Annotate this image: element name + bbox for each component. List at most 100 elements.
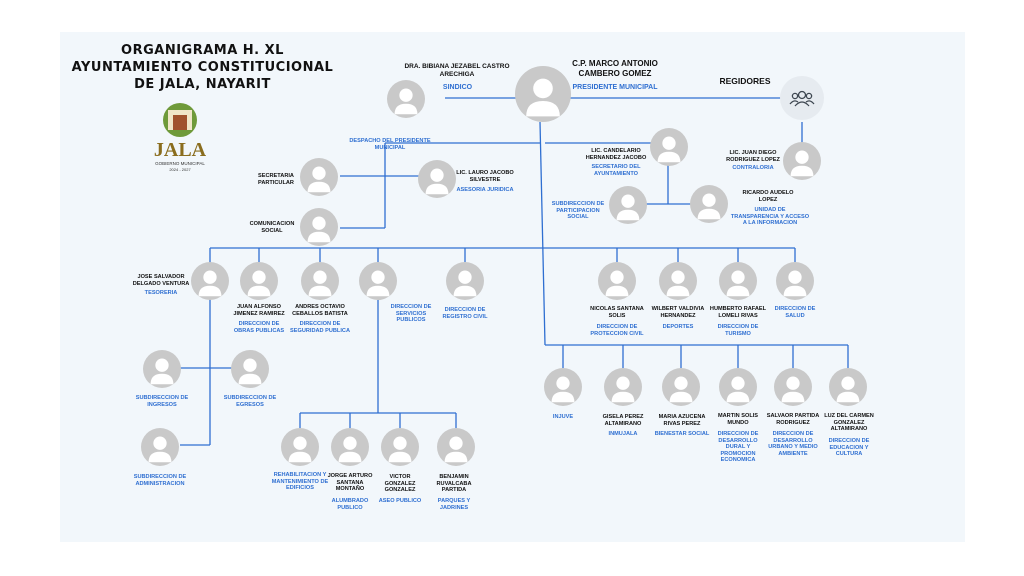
contraloria-role: CONTRALORIA — [732, 165, 774, 171]
regidores-label: REGIDORES — [719, 76, 771, 86]
person-icon — [388, 436, 412, 463]
person-icon — [444, 436, 468, 463]
person-icon — [307, 166, 331, 193]
person-icon — [198, 270, 222, 297]
group-icon — [780, 76, 824, 120]
egresos-role: SUBDIRECCION DE EGRESOS — [223, 395, 277, 408]
person-icon — [453, 270, 477, 297]
person-icon — [726, 270, 750, 297]
obras-name: JUAN ALFONSO JIMENEZ RAMIREZ — [233, 304, 285, 317]
logo-name: JALA — [154, 139, 207, 161]
ingresos-role: SUBDIRECCION DE INGRESOS — [135, 395, 189, 408]
secretario-role: SECRETARIO DEL AYUNTAMIENTO — [591, 164, 641, 177]
person-icon — [148, 436, 172, 463]
avatar-alumbrado — [331, 428, 369, 466]
aseo-role: ASEO PUBLICO — [378, 498, 422, 504]
avatar-administracion — [141, 428, 179, 466]
person-icon — [605, 270, 629, 297]
person-icon — [783, 270, 807, 297]
parques-role: PARQUES Y JADRINES — [437, 498, 471, 511]
person-icon — [247, 270, 271, 297]
person-icon — [307, 216, 331, 243]
avatar-secretario — [650, 128, 688, 166]
person-icon — [366, 270, 390, 297]
person-icon — [308, 270, 332, 297]
logo-subtitle: GOBIERNO MUNICIPAL — [155, 161, 205, 166]
proteccion-name: NICOLAS SANTANA SOLIS — [590, 306, 644, 319]
obras-role: DIRECCION DE OBRAS PUBLICAS — [233, 321, 285, 334]
avatar-part-social — [609, 186, 647, 224]
avatar-presidente — [515, 66, 571, 122]
sindico-name: DRA. BIBIANA JEZABEL CASTRO ARECHIGA — [404, 63, 510, 78]
person-icon — [669, 376, 693, 403]
avatar-seguridad — [301, 262, 339, 300]
person-icon — [526, 78, 560, 117]
person-icon — [338, 436, 362, 463]
avatar-aseo — [381, 428, 419, 466]
person-icon — [697, 193, 721, 220]
avatar-comunicacion — [300, 208, 338, 246]
inmujala-role: INMUJALA — [608, 431, 638, 437]
person-icon — [666, 270, 690, 297]
person-icon — [394, 88, 418, 115]
secretario-name: LIC. CANDELARIO HERNANDEZ JACOBO — [585, 148, 647, 161]
part-social-role: SUBDIRECCION DE PARTICIPACION SOCIAL — [551, 201, 605, 221]
avatar-secretaria — [300, 158, 338, 196]
avatar-bienestar — [662, 368, 700, 406]
person-icon — [657, 136, 681, 163]
rehabilitacion-role: REHABILITACION Y MANTENIMIENTO DE EDIFIC… — [271, 472, 329, 492]
comunicacion-name: COMUNICACION SOCIAL — [249, 221, 295, 234]
logo-period: 2024 - 2027 — [169, 167, 191, 172]
avatar-sindico — [387, 80, 425, 118]
deportes-name: WILBERT VALDIVIA HERNANDEZ — [651, 306, 705, 319]
tesoreria-role: TESORERIA — [144, 290, 178, 296]
salud-role: DIRECCION DE SALUD — [774, 306, 816, 319]
turismo-name: HUMBERTO RAFAEL LOMELI RIVAS — [709, 306, 767, 319]
alumbrado-role: ALUMBRADO PUBLICO — [331, 498, 369, 511]
presidente-role: PRESIDENTE MUNICIPAL — [572, 84, 658, 91]
coat-of-arms-icon: JALA GOBIERNO MUNICIPAL 2024 - 2027 — [154, 103, 207, 172]
avatar-contraloria — [783, 142, 821, 180]
person-icon — [288, 436, 312, 463]
avatar-ingresos — [143, 350, 181, 388]
avatar-asesoria — [418, 160, 456, 198]
jala-logo: JALA GOBIERNO MUNICIPAL 2024 - 2027 — [140, 98, 220, 180]
transparencia-name: RICARDO AUDELO LOPEZ — [742, 190, 794, 203]
educacion-name: LUZ DEL CARMEN GONZALEZ ALTAMIRANO — [824, 413, 874, 433]
desarrollo-urbano-name: SALVAOR PARTIDA RODRIGUEZ — [766, 413, 820, 426]
person-icon — [790, 150, 814, 177]
transparencia-role: UNIDAD DE TRANSPARENCIA Y ACCESO A LA IN… — [730, 207, 810, 227]
desarrollo-rural-name: MARTIN SOLIS MUNDO — [717, 413, 759, 426]
bienestar-name: MARIA AZUCENA RIVAS PEREZ — [658, 414, 706, 427]
seguridad-name: ANDRES OCTAVIO CEBALLOS BATISTA — [292, 304, 348, 317]
person-icon — [781, 376, 805, 403]
person-icon — [726, 376, 750, 403]
asesoria-name: LIC. LAURO JACOBO SILVESTRE — [456, 170, 514, 183]
bienestar-role: BIENESTAR SOCIAL — [654, 431, 710, 437]
avatar-parques — [437, 428, 475, 466]
person-icon — [238, 358, 262, 385]
avatar-egresos — [231, 350, 269, 388]
despacho-label: DESPACHO DEL PRESIDENTE MUNICIPAL — [349, 138, 431, 151]
administracion-role: SUBDIRECCION DE ADMINISTRACION — [133, 474, 187, 487]
person-icon — [425, 168, 449, 195]
deportes-role: DEPORTES — [662, 324, 694, 330]
inmujala-name: GISELA PEREZ ALTAMIRANO — [602, 414, 644, 427]
avatar-desarrollo-rural — [719, 368, 757, 406]
aseo-name: VICTOR GONZALEZ GONZALEZ — [384, 474, 416, 494]
person-icon — [611, 376, 635, 403]
avatar-registro — [446, 262, 484, 300]
person-icon — [150, 358, 174, 385]
alumbrado-name: JORGE ARTURO SANTANA MONTAÑO — [327, 473, 373, 493]
registro-role: DIRECCION DE REGISTRO CIVIL — [442, 307, 488, 320]
avatar-servicios — [359, 262, 397, 300]
avatar-deportes — [659, 262, 697, 300]
injuve-role: INJUVE — [552, 414, 574, 420]
person-icon — [551, 376, 575, 403]
educacion-role: DIRECCION DE EDUCACION Y CULTURA — [828, 438, 870, 458]
parques-name: BENJAMIN RUVALCABA PARTIDA — [436, 474, 472, 494]
avatar-rehabilitacion — [281, 428, 319, 466]
servicios-role: DIRECCION DE SERVICIOS PUBLICOS — [390, 304, 432, 324]
contraloria-name: LIC. JUAN DIEGO RODRIGUEZ LOPEZ — [726, 150, 780, 163]
